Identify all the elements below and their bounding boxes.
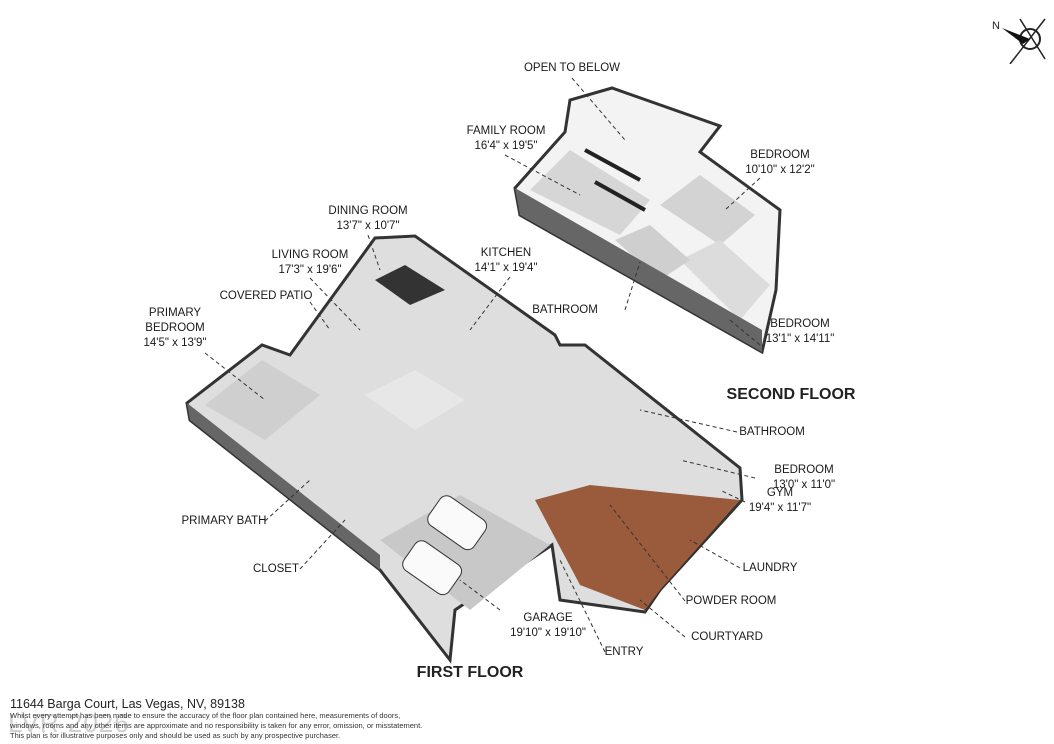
label-entry: ENTRY bbox=[605, 645, 644, 660]
label-open-to-below: OPEN TO BELOW bbox=[524, 61, 620, 76]
label-primary-bath: PRIMARY BATH bbox=[182, 514, 267, 529]
room-size: 13'1" x 14'11" bbox=[765, 333, 835, 345]
north-compass: N bbox=[990, 14, 1050, 69]
room-name: COVERED PATIO bbox=[219, 290, 313, 302]
room-name: OPEN TO BELOW bbox=[523, 62, 621, 74]
room-name: BEDROOM bbox=[770, 318, 830, 330]
room-name: BEDROOM bbox=[750, 149, 810, 161]
room-name: POWDER ROOM bbox=[685, 595, 777, 607]
label-bedroom-downstairs: BEDROOM 13'0" x 11'0" bbox=[773, 463, 835, 493]
leader-lines bbox=[204, 77, 761, 653]
label-dining-room: DINING ROOM 13'7" x 10'7" bbox=[328, 204, 407, 234]
disclaimer-line: This plan is for illustrative purposes o… bbox=[10, 731, 341, 740]
room-size: 19'10" x 19'10" bbox=[510, 627, 586, 639]
room-name: BATHROOM bbox=[532, 304, 598, 316]
disclaimer-line: windows, rooms and any other items are a… bbox=[10, 721, 423, 730]
room-name: GYM bbox=[766, 487, 794, 499]
label-courtyard: COURTYARD bbox=[691, 630, 763, 645]
room-size: 14'1" x 19'4" bbox=[474, 262, 538, 274]
room-name: BATHROOM bbox=[739, 426, 805, 438]
room-size: 13'0" x 11'0" bbox=[772, 479, 836, 491]
label-covered-patio: COVERED PATIO bbox=[220, 289, 313, 304]
label-living-room: LIVING ROOM 17'3" x 19'6" bbox=[272, 248, 349, 278]
room-name: GARAGE bbox=[523, 612, 573, 624]
room-size: 17'3" x 19'6" bbox=[278, 264, 342, 276]
second-floor-title: SECOND FLOOR bbox=[726, 386, 856, 403]
label-closet: CLOSET bbox=[253, 562, 299, 577]
label-powder-room: POWDER ROOM bbox=[686, 594, 777, 609]
room-name: PRIMARY bbox=[148, 307, 202, 319]
room-size: 10'10" x 12'2" bbox=[745, 164, 815, 176]
label-bathroom-downstairs: BATHROOM bbox=[739, 425, 805, 440]
disclaimer-line: Whilst every attempt has been made to en… bbox=[10, 711, 401, 720]
label-gym: GYM 19'4" x 11'7" bbox=[749, 486, 811, 516]
north-label: N bbox=[992, 20, 1000, 32]
room-name: DINING ROOM bbox=[328, 205, 408, 217]
room-name: ENTRY bbox=[604, 646, 644, 658]
watermark: LVR 2026 bbox=[8, 708, 130, 738]
label-primary-bedroom: PRIMARY BEDROOM 14'5" x 13'9" bbox=[143, 306, 206, 351]
room-name: CLOSET bbox=[252, 563, 300, 575]
room-name: PRIMARY BATH bbox=[181, 515, 267, 527]
room-name: FAMILY ROOM bbox=[466, 125, 546, 137]
label-garage: GARAGE 19'10" x 19'10" bbox=[510, 611, 586, 641]
room-size: 19'4" x 11'7" bbox=[748, 502, 812, 514]
room-name: BEDROOM bbox=[774, 464, 834, 476]
room-size: 13'7" x 10'7" bbox=[336, 220, 400, 232]
room-name: BEDROOM bbox=[145, 322, 205, 334]
compass-icon bbox=[1002, 18, 1046, 65]
room-name: LIVING ROOM bbox=[271, 249, 349, 261]
room-size: 14'5" x 13'9" bbox=[143, 337, 207, 349]
property-address: 11644 Barga Court, Las Vegas, NV, 89138 bbox=[10, 697, 245, 711]
label-bedroom-upstairs-1: BEDROOM 10'10" x 12'2" bbox=[745, 148, 814, 178]
room-name: COURTYARD bbox=[691, 631, 763, 643]
first-floor-plan bbox=[185, 234, 744, 664]
label-bathroom-upstairs: BATHROOM bbox=[532, 303, 598, 318]
room-name: KITCHEN bbox=[480, 247, 532, 259]
room-size: 16'4" x 19'5" bbox=[474, 140, 538, 152]
label-kitchen: KITCHEN 14'1" x 19'4" bbox=[474, 246, 537, 276]
first-floor-title: FIRST FLOOR bbox=[416, 664, 524, 681]
second-floor-plan bbox=[513, 86, 782, 355]
label-laundry: LAUNDRY bbox=[743, 561, 798, 576]
label-family-room: FAMILY ROOM 16'4" x 19'5" bbox=[467, 124, 546, 154]
disclaimer: Whilst every attempt has been made to en… bbox=[10, 711, 422, 741]
label-bedroom-upstairs-2: BEDROOM 13'1" x 14'11" bbox=[766, 317, 835, 347]
room-name: LAUNDRY bbox=[742, 562, 798, 574]
